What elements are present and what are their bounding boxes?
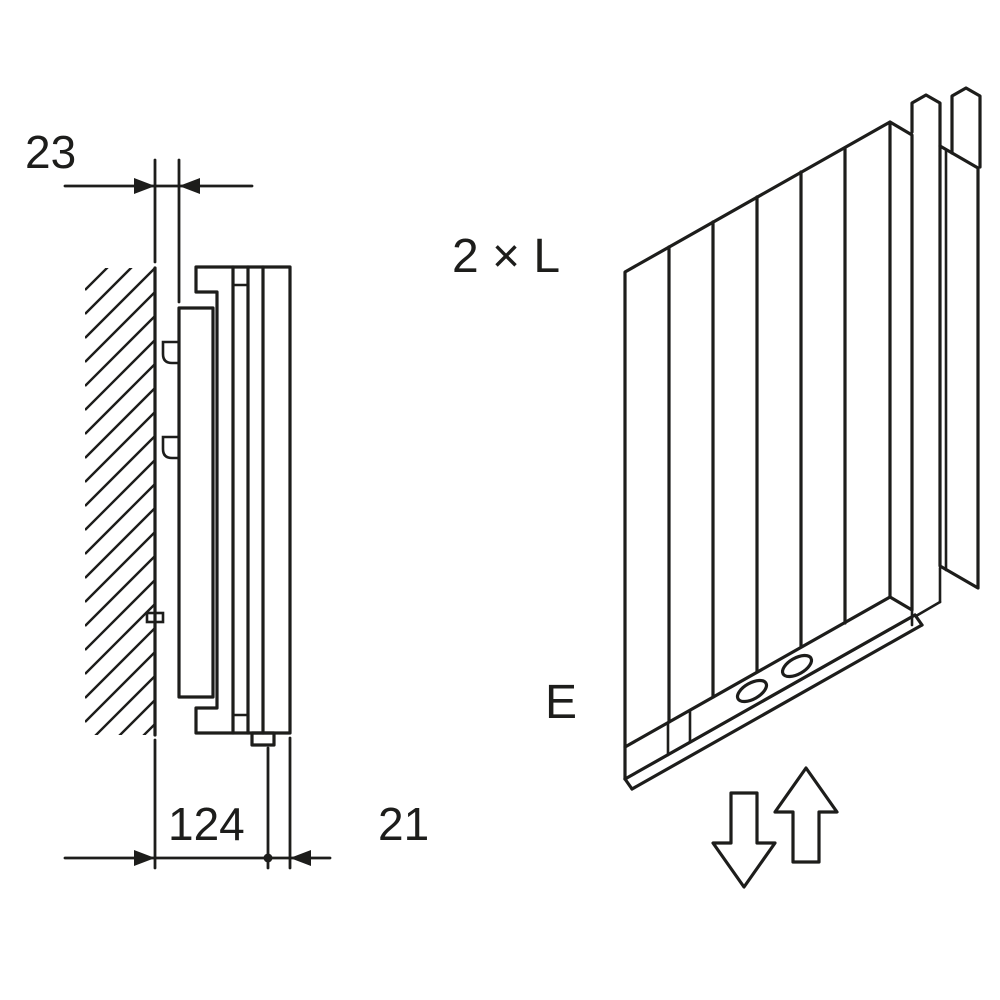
dimension-depth-and-thickness: 124 21 bbox=[63, 736, 429, 870]
dim-label-23: 23 bbox=[25, 126, 76, 178]
dim-label-21: 21 bbox=[378, 798, 429, 850]
dimension-wall-clearance: 23 bbox=[25, 126, 254, 304]
rear-panel-plate bbox=[177, 306, 215, 699]
dimension-dot bbox=[263, 853, 273, 863]
bracket-fastener bbox=[145, 611, 165, 624]
arrow-up-icon bbox=[773, 766, 839, 864]
arrowhead bbox=[290, 850, 311, 866]
bottom-rail bbox=[623, 566, 942, 791]
length-spec-label: 2 × L bbox=[452, 230, 560, 283]
fin-lines bbox=[667, 146, 847, 724]
dimension-annotations: 23 124 21 bbox=[25, 126, 429, 870]
rail-slot-left bbox=[735, 678, 769, 704]
flow-arrows bbox=[711, 766, 839, 889]
bracket-hook-top bbox=[161, 340, 181, 365]
arrow-down-icon bbox=[711, 791, 777, 889]
connection-label: E bbox=[545, 676, 577, 729]
bracket-hook-bottom bbox=[161, 435, 181, 460]
panel-foot bbox=[250, 731, 276, 747]
side-face bbox=[888, 120, 914, 612]
hanging-tab-front bbox=[910, 93, 942, 148]
hanging-tab-rear bbox=[950, 86, 982, 169]
dim-label-124: 124 bbox=[168, 798, 245, 850]
rear-panel bbox=[938, 144, 980, 590]
arrowhead bbox=[179, 178, 200, 194]
rail-slot-right bbox=[780, 653, 814, 679]
side-view bbox=[85, 265, 292, 747]
drawing-root: 23 124 21 bbox=[25, 86, 982, 889]
front-panel-profile bbox=[194, 265, 292, 747]
arrowhead bbox=[134, 850, 155, 866]
wall-hatching bbox=[85, 268, 155, 735]
arrowhead bbox=[134, 178, 155, 194]
isometric-view bbox=[623, 86, 982, 791]
